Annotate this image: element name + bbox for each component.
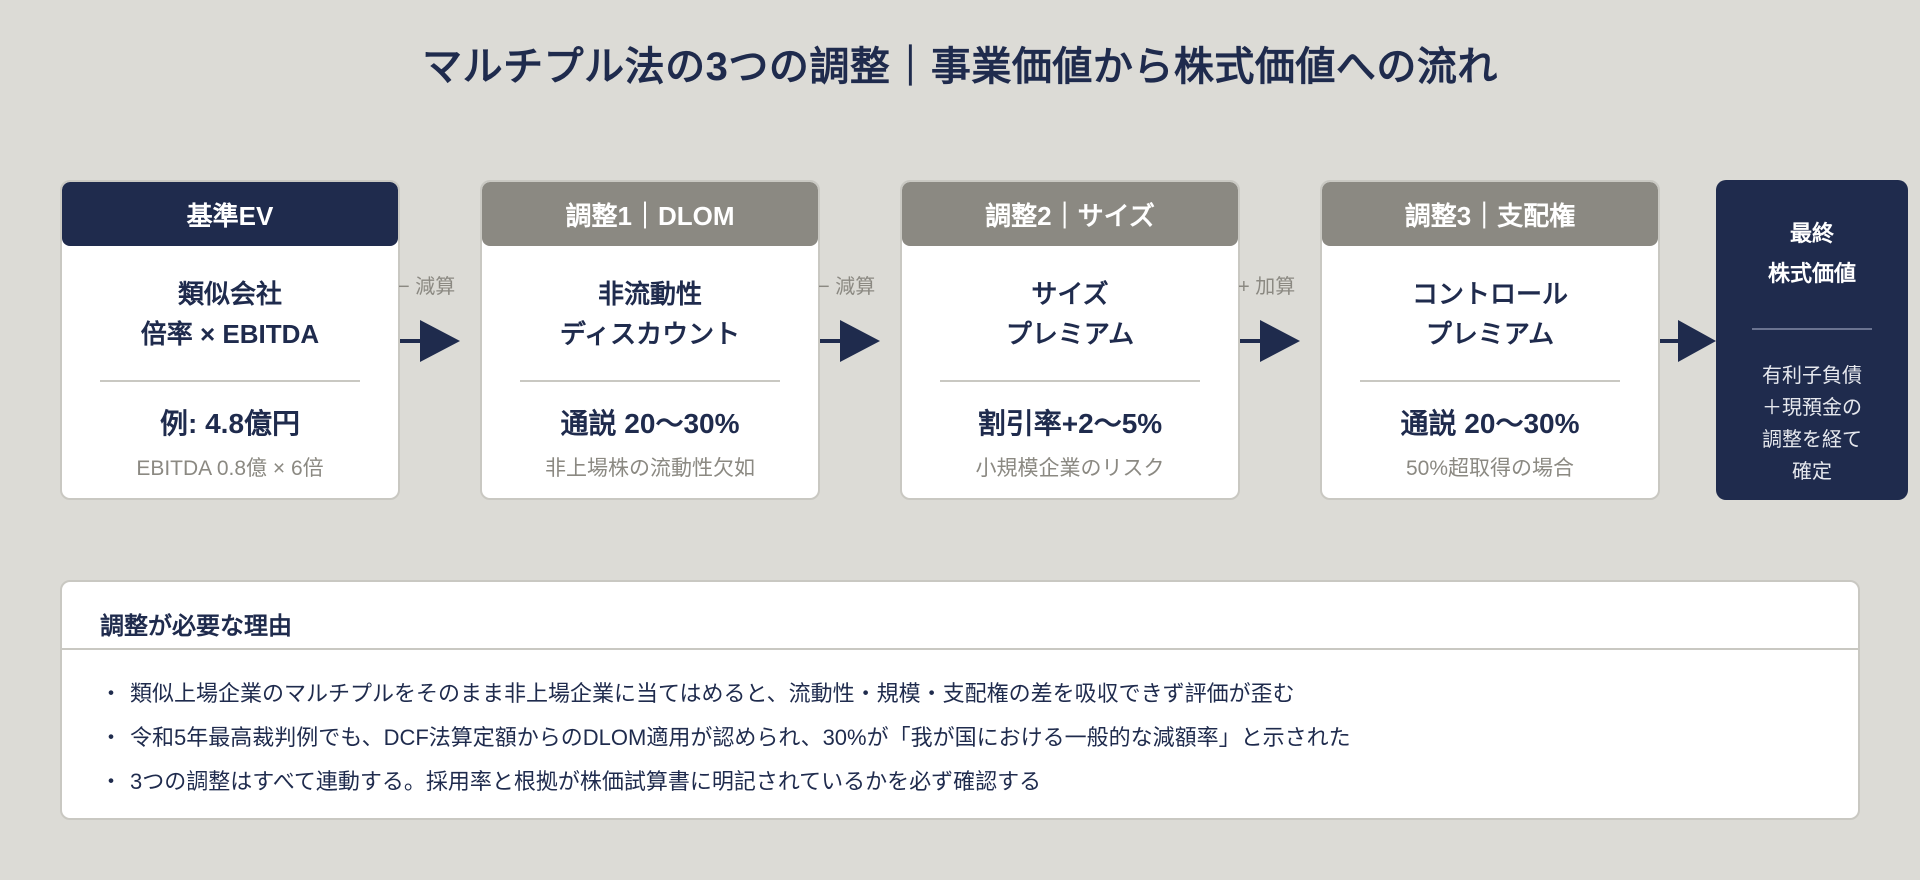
card-size-premium: 調整2｜サイズ サイズ プレミアム 割引率+2〜5% 小規模企業のリスク [900, 180, 1240, 500]
card-main-text: サイズ プレミアム [902, 274, 1238, 354]
card-main-line: サイズ [1031, 279, 1109, 309]
card-value: 例: 4.8億円 [159, 408, 301, 439]
page-title: マルチプル法の3つの調整｜事業価値から株式価値への流れ [422, 45, 1498, 89]
card-note: 50%超取得の場合 [1405, 457, 1575, 480]
card-main-line: 倍率 × EBITDA [140, 319, 320, 349]
card-divider [520, 380, 780, 382]
card-main-line: コントロール [1411, 279, 1568, 309]
card-value: 割引率+2〜5% [977, 408, 1163, 439]
arrow-right-icon [820, 320, 880, 362]
connector-subtract-2: − 減算 [818, 270, 900, 362]
list-item: ・ 3つの調整はすべて連動する。採用率と根拠が株価試算書に明記されているかを必ず… [100, 760, 1858, 804]
bullet-icon: ・ [100, 681, 123, 706]
card-base-ev: 基準EV 類似会社 倍率 × EBITDA 例: 4.8億円 EBITDA 0.… [60, 180, 400, 500]
card-main-text: 非流動性 ディスカウント [482, 274, 818, 354]
final-divider [1752, 328, 1872, 330]
operation-label: + 加算 [1238, 276, 1296, 298]
final-description: 有利子負債 ＋現預金の 調整を経て 確定 [1716, 360, 1908, 488]
card-control-premium: 調整3｜支配権 コントロール プレミアム 通説 20〜30% 50%超取得の場合 [1320, 180, 1660, 500]
reasons-list: ・ 類似上場企業のマルチプルをそのまま非上場企業に当てはめると、流動性・規模・支… [62, 650, 1858, 804]
bullet-icon: ・ [100, 769, 123, 794]
final-title-line: 株式価値 [1767, 261, 1856, 286]
list-item: ・ 令和5年最高裁判例でも、DCF法算定額からのDLOM適用が認められ、30%が… [100, 716, 1858, 760]
card-value: 通説 20〜30% [1400, 408, 1580, 439]
card-header: 調整1｜DLOM [482, 182, 818, 246]
final-text-line: 有利子負債 [1762, 365, 1862, 387]
connector-final [1660, 270, 1716, 362]
card-header: 基準EV [62, 182, 398, 246]
list-item-text: 3つの調整はすべて連動する。採用率と根拠が株価試算書に明記されているかを必ず確認… [130, 769, 1042, 794]
list-item-text: 令和5年最高裁判例でも、DCF法算定額からのDLOM適用が認められ、30%が「我… [130, 725, 1351, 750]
final-text-line: ＋現預金の [1762, 397, 1862, 419]
bullet-icon: ・ [100, 725, 123, 750]
final-title-line: 最終 [1789, 221, 1834, 246]
reasons-panel: 調整が必要な理由 ・ 類似上場企業のマルチプルをそのまま非上場企業に当てはめると… [60, 580, 1860, 820]
list-item-text: 類似上場企業のマルチプルをそのまま非上場企業に当てはめると、流動性・規模・支配権… [130, 681, 1295, 706]
operation-label: − 減算 [818, 276, 876, 298]
card-header: 調整2｜サイズ [902, 182, 1238, 246]
arrow-right-icon [1240, 320, 1300, 362]
card-main-line: 非流動性 [597, 279, 702, 309]
final-text-line: 調整を経て [1762, 429, 1862, 451]
card-main-text: コントロール プレミアム [1322, 274, 1658, 354]
card-main-line: プレミアム [1425, 319, 1555, 349]
card-value: 通説 20〜30% [560, 408, 740, 439]
arrow-right-icon [400, 320, 460, 362]
panel-title: 調整が必要な理由 [62, 582, 1858, 650]
card-divider [1360, 380, 1620, 382]
card-header: 調整3｜支配権 [1322, 182, 1658, 246]
list-item: ・ 類似上場企業のマルチプルをそのまま非上場企業に当てはめると、流動性・規模・支… [100, 672, 1858, 716]
final-title: 最終 株式価値 [1716, 214, 1908, 294]
card-divider [100, 380, 360, 382]
card-main-line: ディスカウント [559, 319, 741, 349]
connector-add: + 加算 [1238, 270, 1320, 362]
arrow-right-icon [1660, 320, 1716, 362]
card-main-line: プレミアム [1005, 319, 1135, 349]
card-note: 小規模企業のリスク [975, 457, 1165, 480]
card-note: 非上場株の流動性欠如 [545, 457, 755, 480]
card-main-text: 類似会社 倍率 × EBITDA [62, 274, 398, 354]
card-main-line: 類似会社 [177, 279, 282, 309]
connector-subtract-1: − 減算 [398, 270, 480, 362]
operation-label: − 減算 [398, 276, 456, 298]
card-note: EBITDA 0.8億 × 6倍 [136, 457, 324, 480]
card-dlom: 調整1｜DLOM 非流動性 ディスカウント 通説 20〜30% 非上場株の流動性… [480, 180, 820, 500]
card-divider [940, 380, 1200, 382]
final-text-line: 確定 [1792, 461, 1832, 483]
final-equity-value-box: 最終 株式価値 有利子負債 ＋現預金の 調整を経て 確定 [1716, 180, 1908, 500]
